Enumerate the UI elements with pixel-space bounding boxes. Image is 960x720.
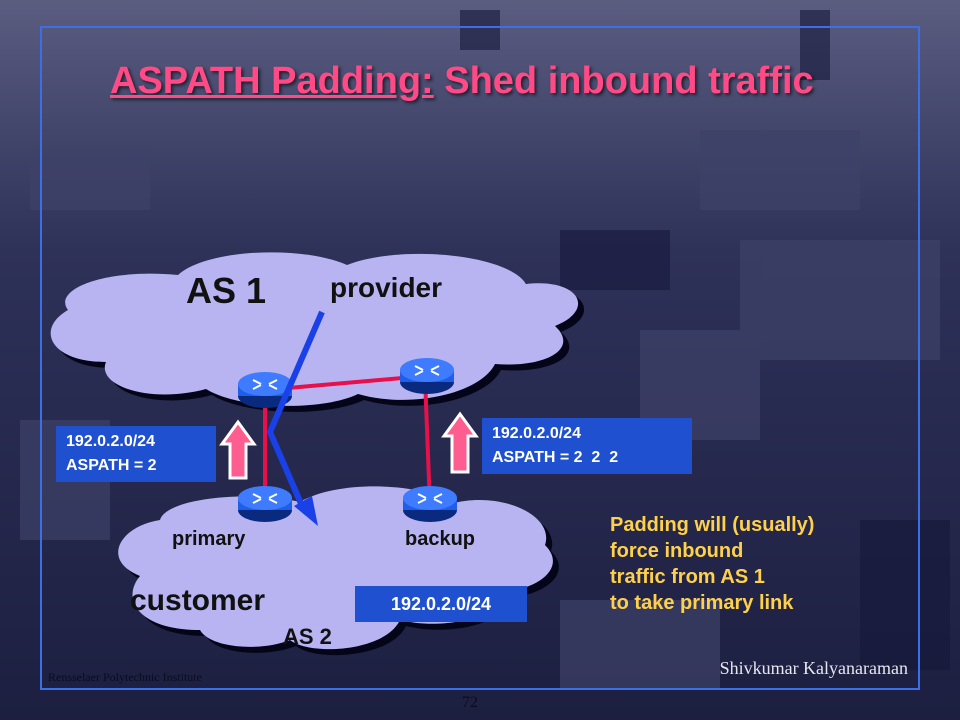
backup-announce-arrow [441, 411, 479, 474]
router-provider-primary [238, 372, 292, 408]
note-line: Padding will (usually) [610, 514, 815, 536]
title-underlined: ASPATH Padding: [110, 60, 434, 102]
primary-announcement-box: 192.0.2.0/24 ASPATH = 2 [56, 426, 216, 482]
author-name: Shivkumar Kalyanaraman [719, 658, 908, 678]
primary-announcement-prefix: 192.0.2.0/24 [66, 433, 155, 450]
as1-label: AS 1 [186, 270, 267, 311]
customer-cloud [118, 486, 559, 656]
router-provider-backup [400, 358, 454, 394]
backup-announcement-aspath: ASPATH = 2 2 2 [492, 449, 619, 466]
note-line: traffic from AS 1 [610, 566, 765, 588]
customer-prefix-box: 192.0.2.0/24 [355, 586, 527, 622]
router-customer-primary [238, 486, 292, 522]
title-rest: Shed inbound traffic [433, 60, 814, 102]
customer-label: customer [130, 584, 266, 617]
note-line: to take primary link [610, 592, 794, 614]
provider-label: provider [330, 272, 443, 303]
inbound-traffic-arrow [267, 310, 325, 526]
backup-announcement-box: 192.0.2.0/24 ASPATH = 2 2 2 [482, 418, 692, 474]
customer-prefix: 192.0.2.0/24 [390, 594, 492, 614]
provider-cloud [50, 252, 585, 412]
padding-note: Padding will (usually) force inbound tra… [610, 512, 910, 616]
primary-label: primary [172, 528, 246, 550]
note-line: force inbound [610, 540, 744, 562]
slide-title: ASPATH Padding: Shed inbound traffic [110, 60, 814, 103]
primary-announce-arrow [219, 419, 257, 480]
page-number: 72 [462, 694, 478, 711]
router-customer-backup [403, 486, 457, 522]
backup-label: backup [405, 528, 476, 550]
primary-announcement-aspath: ASPATH = 2 [66, 457, 157, 474]
backup-link [423, 377, 432, 507]
backup-announcement-prefix: 192.0.2.0/24 [492, 425, 581, 442]
as2-label: AS 2 [283, 624, 332, 649]
institution-name: Rensselaer Polytechnic Institute [48, 670, 202, 684]
slide-frame [40, 26, 920, 690]
